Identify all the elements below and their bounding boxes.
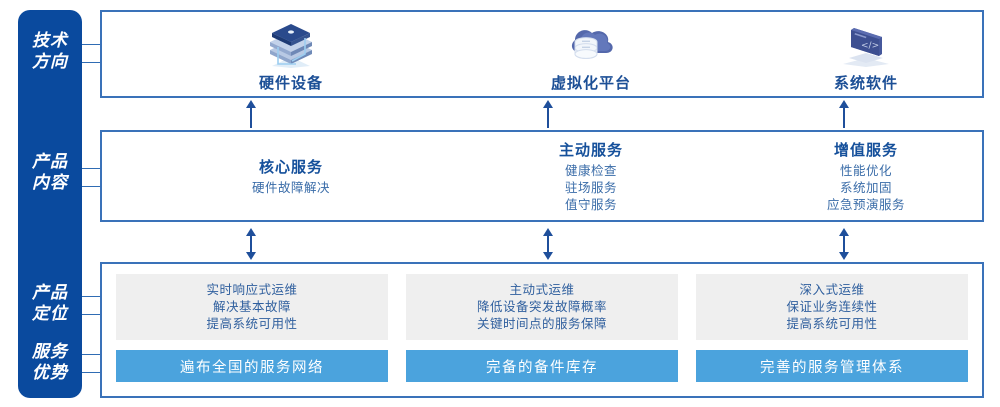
position-line: 实时响应式运维 [206, 282, 298, 297]
connector-line [82, 44, 100, 45]
content-item: 硬件故障解决 [251, 180, 330, 195]
rail-label-service-advantage: 服务 优势 [18, 341, 82, 383]
connector-line [82, 296, 100, 297]
rail-label-line2: 优势 [32, 363, 68, 382]
rail-label-product-content: 产品 内容 [18, 151, 82, 193]
tech-label: 系统软件 [833, 74, 898, 92]
arrow-bidirectional-core [243, 228, 259, 260]
product-content-panel: 核心服务 硬件故障解决 主动服务 健康检查 驻场服务 值守服务 增值服务 性能优… [100, 130, 984, 222]
position-line: 主动式运维 [509, 282, 575, 297]
advantage-button-spare-parts[interactable]: 完备的备件库存 [406, 350, 678, 382]
tech-card-system-software[interactable]: </> 系统软件 [750, 12, 982, 100]
position-description-box: 主动式运维 降低设备突发故障概率 关键时间点的服务保障 [406, 274, 678, 340]
advantage-button-management-system[interactable]: 完善的服务管理体系 [696, 350, 968, 382]
tech-label: 虚拟化平台 [550, 74, 631, 92]
content-item: 健康检查 [564, 163, 617, 178]
connector-line [82, 372, 100, 373]
content-card-core-service[interactable]: 核心服务 硬件故障解决 [156, 132, 426, 220]
content-item: 性能优化 [839, 163, 892, 178]
rail-label-line1: 服务 [32, 342, 68, 361]
product-position-panel: 实时响应式运维 解决基本故障 提高系统可用性 遍布全国的服务网络 主动式运维 降… [100, 262, 984, 398]
position-description-box: 深入式运维 保证业务连续性 提高系统可用性 [696, 274, 968, 340]
rail-label-line2: 内容 [32, 173, 68, 192]
advantage-button-service-network[interactable]: 遍布全国的服务网络 [116, 350, 388, 382]
rail-label-line2: 方向 [32, 52, 68, 71]
content-heading: 主动服务 [558, 141, 623, 159]
content-item: 值守服务 [564, 197, 617, 212]
position-line: 深入式运维 [799, 282, 865, 297]
content-item: 系统加固 [839, 180, 892, 195]
position-card-proactive[interactable]: 主动式运维 降低设备突发故障概率 关键时间点的服务保障 完备的备件库存 [406, 274, 678, 382]
connector-line [82, 314, 100, 315]
connector-line [82, 168, 100, 169]
rail-label-product-position: 产品 定位 [18, 282, 82, 324]
connector-line [82, 186, 100, 187]
content-heading: 增值服务 [833, 141, 898, 159]
position-line: 提高系统可用性 [206, 316, 298, 331]
code-window-icon: </> [837, 20, 895, 68]
connector-line [82, 354, 100, 355]
content-card-proactive-service[interactable]: 主动服务 健康检查 驻场服务 值守服务 [456, 132, 726, 220]
rail-label-line1: 产品 [32, 152, 68, 171]
svg-text:</>: </> [861, 41, 879, 51]
arrow-up-hardware [243, 100, 259, 128]
arrow-up-virtualization [540, 100, 556, 128]
arrow-bidirectional-value-added [836, 228, 852, 260]
position-description-box: 实时响应式运维 解决基本故障 提高系统可用性 [116, 274, 388, 340]
position-line: 关键时间点的服务保障 [476, 316, 607, 331]
rail-label-line1: 技术 [32, 31, 68, 50]
arrow-up-system-software [836, 100, 852, 128]
position-line: 保证业务连续性 [786, 299, 878, 314]
position-line: 提高系统可用性 [786, 316, 878, 331]
content-card-value-added-service[interactable]: 增值服务 性能优化 系统加固 应急预演服务 [750, 132, 982, 220]
tech-label: 硬件设备 [258, 74, 323, 92]
position-line: 降低设备突发故障概率 [476, 299, 607, 314]
rail-label-line1: 产品 [32, 283, 68, 302]
position-card-realtime[interactable]: 实时响应式运维 解决基本故障 提高系统可用性 遍布全国的服务网络 [116, 274, 388, 382]
tech-card-hardware[interactable]: 硬件设备 [156, 12, 426, 100]
position-card-indepth[interactable]: 深入式运维 保证业务连续性 提高系统可用性 完善的服务管理体系 [696, 274, 968, 382]
tech-card-virtualization[interactable]: 虚拟化平台 [456, 12, 726, 100]
tech-direction-panel: 硬件设备 虚拟化平台 [100, 10, 984, 98]
position-line: 解决基本故障 [212, 299, 291, 314]
server-stack-icon [262, 20, 320, 68]
content-heading: 核心服务 [258, 158, 323, 176]
content-item: 驻场服务 [564, 180, 617, 195]
rail-label-tech-direction: 技术 方向 [18, 30, 82, 72]
connector-line [82, 62, 100, 63]
category-rail [18, 10, 82, 398]
rail-label-line2: 定位 [32, 304, 68, 323]
content-item: 应急预演服务 [826, 197, 905, 212]
cloud-database-icon [562, 20, 620, 68]
arrow-bidirectional-proactive [540, 228, 556, 260]
